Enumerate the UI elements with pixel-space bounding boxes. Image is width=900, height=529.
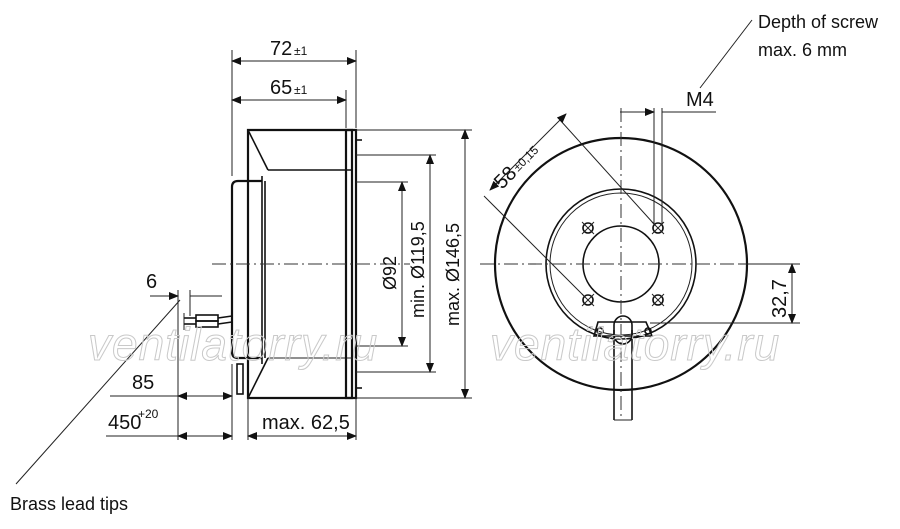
dim-6: 6: [146, 271, 157, 293]
note-depth-of-screw: Depth of screw: [758, 12, 879, 32]
note-max-6mm: max. 6 mm: [758, 40, 847, 60]
dim-m4: M4: [686, 89, 714, 111]
lead-wires: [183, 313, 233, 330]
dim-85: 85: [132, 372, 154, 394]
dim-65: 65: [270, 77, 292, 99]
dim-diameter-min: min. Ø119,5: [408, 221, 428, 318]
dim-72: 72: [270, 38, 292, 60]
cable-outlet: [592, 315, 654, 421]
dim-450: 450: [108, 412, 141, 434]
dim-diameter-92: Ø92: [380, 256, 400, 290]
dim-450-tol: +20: [138, 407, 159, 421]
dim-72-tol: ±1: [294, 44, 308, 58]
note-brass-lead-tips: Brass lead tips: [10, 494, 128, 514]
dim-max-62-5: max. 62,5: [262, 412, 350, 434]
watermark-right: ventilatorry.ru: [490, 318, 780, 370]
motor-body-outline: [230, 179, 262, 360]
watermark-left: ventilatorry.ru: [88, 318, 378, 370]
dim-32-7: 32,7: [769, 279, 791, 318]
side-view: 72 ±1 65 ±1 Ø92 min. Ø119,5 max. Ø146,5 …: [10, 38, 472, 514]
dim-65-tol: ±1: [294, 83, 308, 97]
dim-diameter-max: max. Ø146,5: [443, 223, 463, 326]
